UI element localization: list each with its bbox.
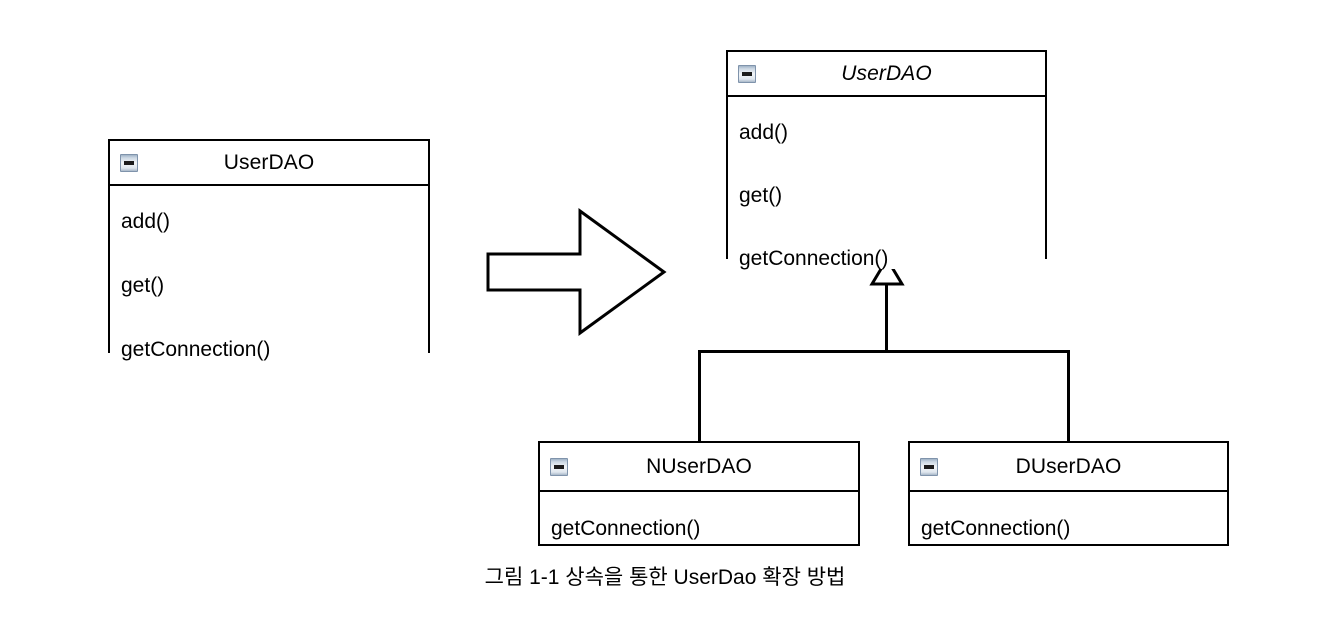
class-name-label: UserDAO (223, 151, 315, 174)
class-box-nuserdao[interactable]: NUserDAO getConnection() (538, 441, 860, 546)
class-members-duserdao: getConnection() (910, 518, 1227, 539)
class-members-userdao-before: add() get() getConnection() (110, 211, 428, 360)
class-header-nuserdao: NUserDAO (540, 443, 858, 492)
class-member: get() (121, 274, 165, 297)
class-member: add() (121, 210, 171, 233)
class-member: getConnection() (921, 517, 1071, 540)
generalization-drop-right (1067, 350, 1070, 442)
class-members-nuserdao: getConnection() (540, 518, 858, 539)
collapse-minus-icon[interactable] (920, 457, 938, 476)
collapse-minus-icon[interactable] (550, 457, 568, 476)
figure-caption: 그림 1-1 상속을 통한 UserDao 확장 방법 (484, 566, 846, 589)
class-name-label: UserDAO (841, 62, 932, 85)
generalization-bus (698, 350, 1070, 353)
class-member: add() (739, 121, 789, 144)
generalization-stem (885, 284, 888, 353)
collapse-minus-icon[interactable] (120, 153, 138, 172)
class-name-label: DUserDAO (1015, 455, 1122, 478)
inheritance-triangle-icon (869, 257, 905, 286)
class-name-label: NUserDAO (646, 455, 752, 478)
class-member: get() (739, 184, 783, 207)
class-header-userdao-abstract: UserDAO (728, 52, 1045, 97)
class-members-userdao-abstract: add() get() getConnection() (728, 122, 1045, 269)
class-box-userdao-abstract[interactable]: UserDAO add() get() getConnection() (726, 50, 1047, 269)
generalization-drop-left (698, 350, 701, 442)
class-header-userdao-before: UserDAO (110, 141, 428, 186)
class-member: getConnection() (551, 517, 701, 540)
collapse-minus-icon[interactable] (738, 64, 756, 83)
class-header-duserdao: DUserDAO (910, 443, 1227, 492)
class-member: getConnection() (121, 338, 271, 361)
class-box-userdao-before[interactable]: UserDAO add() get() getConnection() (108, 139, 430, 360)
class-member: getConnection() (739, 247, 889, 270)
transformation-arrow-icon (486, 208, 667, 336)
class-box-duserdao[interactable]: DUserDAO getConnection() (908, 441, 1229, 546)
